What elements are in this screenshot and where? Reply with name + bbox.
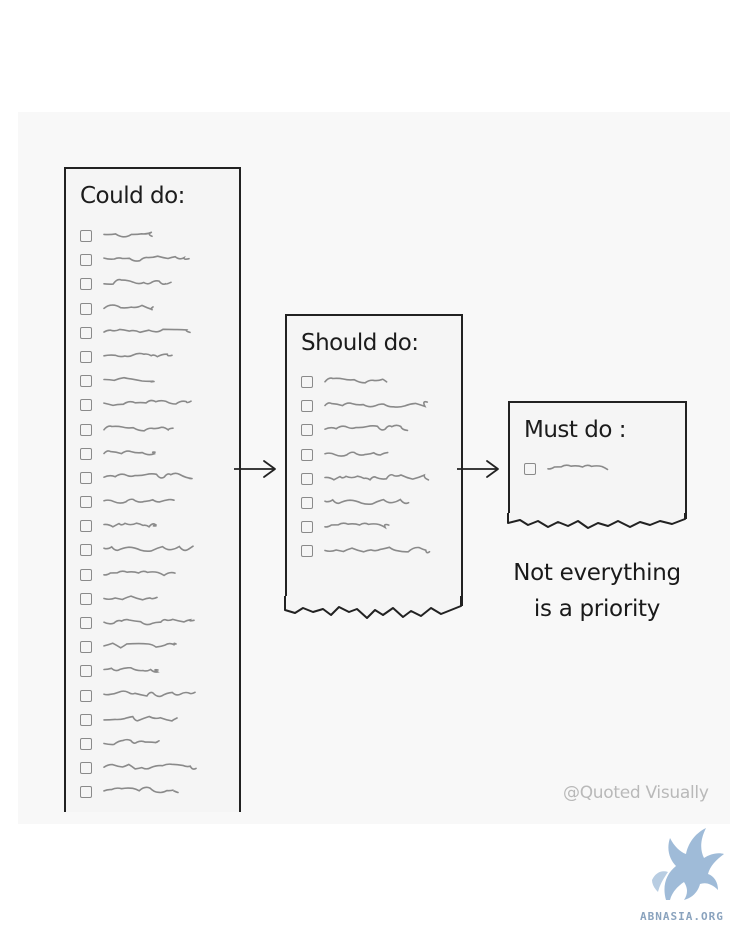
scribble-line [547,464,609,471]
scribble-line [103,279,172,286]
scribble-line [103,667,160,674]
checkbox-icon [80,302,92,315]
scribble-line [324,473,430,481]
checkbox-icon [80,375,92,388]
checkbox-icon [80,471,92,484]
scribble-line [103,545,194,553]
checkbox-icon [80,568,92,581]
scribble-line [103,424,174,432]
checkbox-icon [80,326,92,339]
could-do-title: Could do: [80,183,185,209]
scribble-line [103,352,173,358]
scribble-line [324,401,429,409]
checkbox-icon [524,463,536,475]
checkbox-icon [80,762,92,775]
scribble-line [103,642,177,649]
checkbox-icon [301,424,313,437]
scribble-line [103,498,175,504]
scribble-line [103,472,193,480]
checkbox-icon [301,521,313,534]
scribble-line [324,424,409,432]
must-do-list: Must do : [508,401,687,519]
checkbox-icon [80,665,92,678]
checkbox-icon [80,689,92,702]
checkbox-icon [80,278,92,291]
arrow-right-icon [234,460,276,478]
scribble-line [103,689,196,697]
scribble-line [103,715,178,722]
watermark-text: ABNASIA.ORG [640,910,724,923]
scribble-line [103,570,176,576]
checkbox-icon [80,617,92,629]
checkbox-icon [80,786,92,799]
scribble-line [103,738,160,746]
scribble-line [103,231,153,238]
caption: Not everything is a priority [497,555,697,627]
checkbox-icon [80,230,92,242]
checkbox-icon [80,592,92,605]
scribble-line [103,303,154,311]
should-do-list: Should do: [285,314,463,606]
checkbox-icon [301,400,313,413]
torn-edge [507,513,686,529]
scribble-line [103,786,179,794]
scribble-line [103,400,192,407]
checkbox-icon [80,254,92,267]
could-do-list: Could do: [64,167,241,812]
checkbox-icon [80,544,92,557]
should-do-title: Should do: [301,330,419,356]
checkbox-icon [80,350,92,363]
scribble-line [103,595,158,601]
scribble-line [103,522,158,529]
checkbox-icon [80,520,92,533]
checkbox-icon [80,496,92,509]
checkbox-icon [301,376,313,388]
scribble-line [324,451,389,457]
dragon-logo-icon [652,828,724,900]
credit-text: @Quoted Visually [563,783,709,803]
checkbox-icon [301,472,313,485]
scribble-line [324,377,388,384]
checkbox-icon [301,448,313,461]
checkbox-icon [80,737,92,750]
checkbox-icon [301,496,313,509]
scribble-line [103,618,195,626]
must-do-title: Must do : [524,417,626,443]
scribble-line [103,763,197,770]
scribble-line [103,328,191,333]
checkbox-icon [80,423,92,436]
checkbox-icon [301,545,313,558]
scribble-line [324,522,390,530]
arrow-right-icon [457,460,499,478]
checkbox-icon [80,447,92,460]
scribble-line [103,377,155,383]
checkbox-icon [80,399,92,412]
scribble-line [103,255,190,263]
checkbox-icon [80,641,92,654]
caption-line-1: Not everything [513,560,681,586]
caption-line-2: is a priority [533,596,661,622]
torn-edge [284,596,462,619]
checkbox-icon [80,713,92,726]
scribble-line [324,498,410,505]
scribble-line [103,449,157,456]
scribble-line [324,546,431,554]
